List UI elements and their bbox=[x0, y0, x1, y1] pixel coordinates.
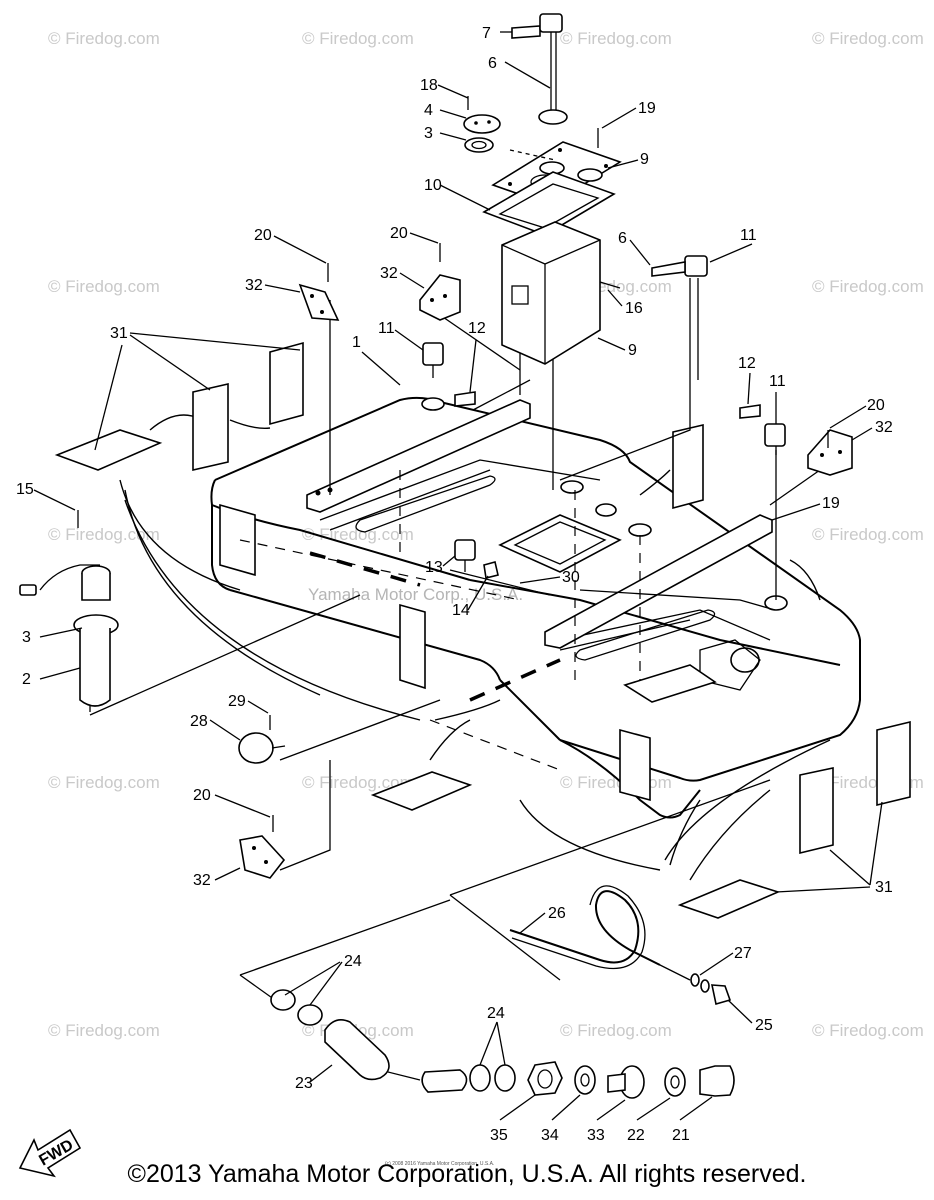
copyright-notice: ©2013 Yamaha Motor Corporation, U.S.A. A… bbox=[127, 1160, 807, 1188]
callout-label: 19 bbox=[638, 100, 656, 117]
part-28-cap bbox=[238, 715, 286, 764]
pads-31 bbox=[54, 341, 911, 919]
callout-label: 22 bbox=[627, 1127, 645, 1144]
bracket-32 bbox=[419, 274, 461, 321]
watermark-layer: © Firedog.com © Firedog.com © Firedog.co… bbox=[48, 29, 924, 1040]
parts-11-12-left bbox=[422, 342, 476, 407]
watermark: © Firedog.com bbox=[560, 1021, 672, 1040]
callout-label: 7 bbox=[482, 25, 491, 42]
callout-label: 24 bbox=[487, 1005, 505, 1022]
callout-label: 28 bbox=[190, 713, 208, 730]
callout-label: 14 bbox=[452, 602, 470, 619]
part-2-sender-tube bbox=[19, 510, 119, 707]
watermark: © Firedog.com bbox=[560, 773, 672, 792]
callout-label: 1 bbox=[352, 334, 361, 351]
callout-label: 20 bbox=[254, 227, 272, 244]
callout-label: 20 bbox=[867, 397, 885, 414]
watermark: © Firedog.com bbox=[48, 773, 160, 792]
watermark: © Firedog.com bbox=[302, 29, 414, 48]
assembly-arrows bbox=[119, 414, 831, 881]
callout-label: 6 bbox=[488, 55, 497, 72]
callout-label: 23 bbox=[295, 1075, 313, 1092]
mounting-rail-1 bbox=[306, 399, 531, 513]
callout-label: 16 bbox=[625, 300, 643, 317]
callout-label: 2 bbox=[22, 671, 31, 688]
callout-label: 20 bbox=[193, 787, 211, 804]
callout-label: 20 bbox=[390, 225, 408, 242]
callout-label: 9 bbox=[628, 342, 637, 359]
drain-hardware bbox=[270, 989, 735, 1099]
part-10-fitting bbox=[651, 255, 708, 380]
callout-label: 32 bbox=[875, 419, 893, 436]
watermark: © Firedog.com bbox=[48, 1021, 160, 1040]
callout-label: 32 bbox=[193, 872, 211, 889]
callout-label: 11 bbox=[378, 320, 395, 337]
callout-label: 6 bbox=[618, 230, 627, 247]
callout-label: 11 bbox=[740, 227, 757, 244]
callout-label: 12 bbox=[738, 355, 756, 372]
callout-numbers: 7 6 18 4 3 19 9 10 20 20 6 11 32 32 16 3… bbox=[16, 25, 893, 1144]
callout-label: 32 bbox=[380, 265, 398, 282]
callout-label: 26 bbox=[548, 905, 566, 922]
callout-label: 11 bbox=[769, 373, 786, 390]
bracket-32 bbox=[239, 835, 286, 879]
callout-label: 35 bbox=[490, 1127, 508, 1144]
callout-label: 10 bbox=[424, 177, 442, 194]
callout-label: 21 bbox=[672, 1127, 690, 1144]
callout-label: 12 bbox=[468, 320, 486, 337]
bracket-32 bbox=[807, 429, 853, 476]
callout-label: 9 bbox=[640, 151, 649, 168]
callout-label: 30 bbox=[562, 569, 580, 586]
part-26-hose bbox=[509, 885, 732, 1006]
callout-label: 33 bbox=[587, 1127, 605, 1144]
fuel-sender-assembly bbox=[463, 13, 622, 365]
callout-label: 25 bbox=[755, 1017, 773, 1034]
watermark: © Firedog.com bbox=[812, 29, 924, 48]
callout-label: 19 bbox=[822, 495, 840, 512]
fine-print: (c) 2008 2016 Yamaha Motor Corporation, … bbox=[385, 1161, 494, 1167]
callout-label: 24 bbox=[344, 953, 362, 970]
parts-11-12-right bbox=[739, 404, 786, 455]
parts-13-14 bbox=[454, 539, 499, 579]
watermark: © Firedog.com bbox=[812, 277, 924, 296]
watermark: © Firedog.com bbox=[812, 1021, 924, 1040]
callout-leaders bbox=[33, 31, 883, 1121]
callout-label: 13 bbox=[425, 559, 443, 576]
watermark: © Firedog.com bbox=[48, 277, 160, 296]
screws-20 bbox=[272, 243, 829, 832]
callout-label: 18 bbox=[420, 77, 438, 94]
callout-label: 31 bbox=[875, 879, 893, 896]
bracket-32 bbox=[298, 283, 340, 321]
routing-lines bbox=[239, 470, 641, 771]
watermark-center: Yamaha Motor Corp., U.S.A. bbox=[308, 585, 523, 604]
watermark: © Firedog.com bbox=[48, 525, 160, 544]
callout-label: 4 bbox=[424, 102, 433, 119]
watermark: © Firedog.com bbox=[560, 29, 672, 48]
callout-label: 32 bbox=[245, 277, 263, 294]
watermark: © Firedog.com bbox=[812, 525, 924, 544]
callout-label: 31 bbox=[110, 325, 128, 342]
watermark: © Firedog.com bbox=[48, 29, 160, 48]
callout-label: 34 bbox=[541, 1127, 559, 1144]
callout-label: 15 bbox=[16, 481, 34, 498]
callout-label: 3 bbox=[424, 125, 433, 142]
callout-label: 29 bbox=[228, 693, 246, 710]
mounting-rail-19 bbox=[544, 514, 773, 649]
fuel-tank-body bbox=[210, 396, 861, 819]
callout-label: 3 bbox=[22, 629, 31, 646]
callout-label: 27 bbox=[734, 945, 752, 962]
leader-lines bbox=[89, 300, 821, 1081]
